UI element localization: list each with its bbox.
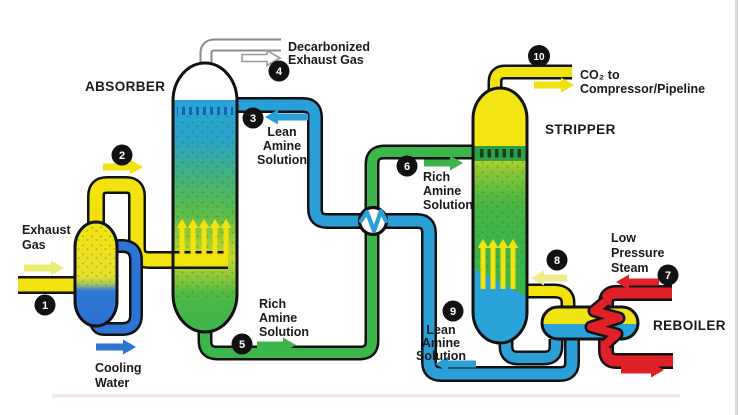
cooling-water-arrow-icon xyxy=(96,339,136,355)
stripper-reboiler-loop-pipe xyxy=(506,339,556,358)
stream-badge-8: 8 xyxy=(546,249,568,271)
stripper-label: STRIPPER xyxy=(545,122,616,137)
svg-text:Solution: Solution xyxy=(416,349,466,363)
svg-text:1: 1 xyxy=(42,300,48,312)
svg-text:Solution: Solution xyxy=(257,153,307,167)
lean-amine-stripper-arrow-icon xyxy=(435,356,476,372)
svg-text:Water: Water xyxy=(95,376,129,390)
rich-amine-label: Rich xyxy=(259,297,286,311)
svg-text:8: 8 xyxy=(554,255,560,267)
page-edge-line xyxy=(735,0,738,415)
heat-exchanger-icon xyxy=(357,205,389,237)
svg-text:Gas: Gas xyxy=(22,238,46,252)
svg-text:4: 4 xyxy=(276,66,283,78)
co2-outlet-label: CO₂ to xyxy=(580,68,620,82)
svg-text:2: 2 xyxy=(119,150,125,162)
stream-badges: 1 2 3 4 5 6 7 8 9 10 xyxy=(34,45,679,355)
stream-badge-10: 10 xyxy=(528,45,550,67)
stripper-liquid-level xyxy=(473,268,527,343)
svg-text:Solution: Solution xyxy=(259,325,309,339)
exhaust-gas-arrow-icon xyxy=(24,260,64,276)
svg-text:9: 9 xyxy=(450,306,456,318)
svg-text:10: 10 xyxy=(533,52,545,63)
co2-arrow-icon xyxy=(534,77,574,93)
svg-text:Amine: Amine xyxy=(263,139,301,153)
exhaust-gas-label: Exhaust xyxy=(22,223,71,237)
lean-amine-arrow-icon xyxy=(265,109,308,125)
stream-badge-7: 7 xyxy=(657,264,679,286)
stream-badge-1: 1 xyxy=(34,294,56,316)
labels: Exhaust Gas ABSORBER Decarbonized Exhaus… xyxy=(22,40,726,390)
svg-text:5: 5 xyxy=(239,339,245,351)
vapor-return-arrow-icon xyxy=(531,270,567,286)
rich-amine-stripper-arrow-icon xyxy=(424,155,463,171)
svg-text:7: 7 xyxy=(665,270,671,282)
rich-amine-stripper-label: Rich xyxy=(423,170,450,184)
absorber-label: ABSORBER xyxy=(85,79,165,94)
rich-amine-arrow-icon xyxy=(257,337,296,353)
stream-badge-5: 5 xyxy=(231,333,253,355)
svg-text:Steam: Steam xyxy=(611,261,649,275)
lean-amine-label: Lean xyxy=(267,125,296,139)
svg-text:Solution: Solution xyxy=(423,198,473,212)
stream-badge-3: 3 xyxy=(242,107,264,129)
reboiler-label: REBOILER xyxy=(653,318,726,333)
steam-label: Low xyxy=(611,231,636,245)
stream-badge-6: 6 xyxy=(396,155,418,177)
direct-contact-cooler xyxy=(73,220,119,328)
stripper-column xyxy=(471,86,529,345)
svg-text:Compressor/Pipeline: Compressor/Pipeline xyxy=(580,82,705,96)
flue-gas-arrow-icon xyxy=(103,159,143,175)
flow-arrows xyxy=(24,49,664,378)
svg-text:Pressure: Pressure xyxy=(611,246,665,260)
svg-text:Exhaust Gas: Exhaust Gas xyxy=(288,53,364,67)
steam-in-arrow-icon xyxy=(616,274,659,290)
decarbonized-gas-label: Decarbonized xyxy=(288,40,370,54)
stream-badge-4: 4 xyxy=(268,60,290,82)
svg-text:Amine: Amine xyxy=(422,336,460,350)
steam-out-arrow-icon xyxy=(621,362,664,378)
absorber-column xyxy=(171,61,239,334)
stream-badge-2: 2 xyxy=(111,144,133,166)
reboiler-vessel xyxy=(540,301,640,344)
cooling-water-label: Cooling xyxy=(95,361,142,375)
svg-text:6: 6 xyxy=(404,161,410,173)
svg-text:3: 3 xyxy=(250,113,256,125)
svg-text:Amine: Amine xyxy=(423,184,461,198)
absorber-distributor-band xyxy=(174,100,236,108)
stream-badge-9: 9 xyxy=(442,300,464,322)
scan-artifact xyxy=(52,394,680,398)
lean-amine-stripper-label: Lean xyxy=(426,323,455,337)
decarbonized-gas-arrow-icon xyxy=(241,49,282,67)
svg-text:Amine: Amine xyxy=(259,311,297,325)
